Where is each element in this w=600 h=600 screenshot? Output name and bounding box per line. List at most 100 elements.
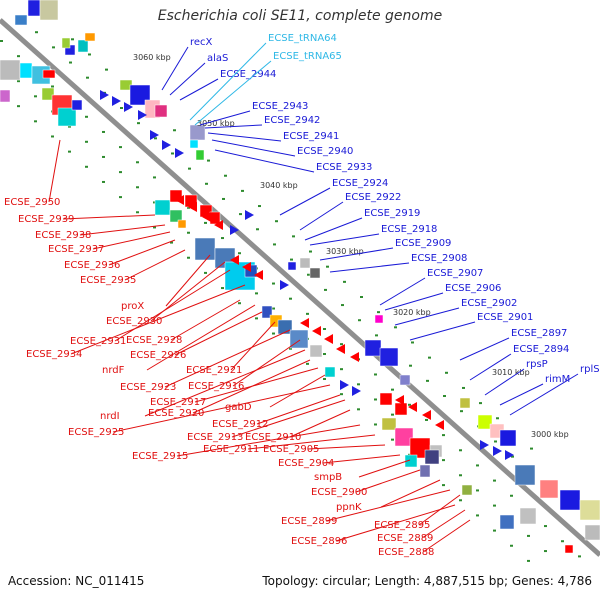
forward-gene-label: ECSE_2919 xyxy=(364,208,420,219)
gene-feature xyxy=(379,347,399,367)
track-dot xyxy=(51,135,54,138)
track-dot xyxy=(204,221,207,224)
label-leader-line xyxy=(358,459,411,478)
gene-feature xyxy=(559,489,581,511)
reverse-gene-label: ECSE_2904 xyxy=(278,458,334,469)
track-dot xyxy=(292,235,295,238)
track-dot xyxy=(52,46,55,49)
track-dot xyxy=(306,362,309,365)
reverse-gene-label: nrdF xyxy=(102,365,125,376)
reverse-gene-label: ECSE_2925 xyxy=(68,427,124,438)
track-dot xyxy=(275,220,278,223)
label-leader-line xyxy=(214,149,315,173)
track-dot xyxy=(255,317,258,320)
label-leader-line xyxy=(319,247,394,261)
gene-feature xyxy=(539,479,559,499)
track-dot xyxy=(17,105,20,108)
track-dot xyxy=(289,297,292,300)
track-dot xyxy=(476,464,479,467)
gene-arrow xyxy=(395,395,404,405)
label-leader-line xyxy=(176,424,361,457)
track-dot xyxy=(324,288,327,291)
label-leader-line xyxy=(329,262,410,273)
track-dot xyxy=(493,529,496,532)
track-dot xyxy=(153,176,156,179)
track-dot xyxy=(408,403,411,406)
gene-feature xyxy=(564,544,574,554)
label-leader-line xyxy=(165,254,211,307)
gene-arrow xyxy=(254,270,263,280)
trna-gene-label: ECSE_tRNA65 xyxy=(273,51,342,62)
track-dot xyxy=(358,319,361,322)
track-dot xyxy=(17,80,20,83)
track-dot xyxy=(391,413,394,416)
track-dot xyxy=(102,180,105,183)
track-dot xyxy=(68,150,71,153)
tick-label: 3020 kbp xyxy=(393,308,431,317)
gene-arrow xyxy=(230,255,239,265)
reverse-gene-label: ECSE_2936 xyxy=(64,260,120,271)
track-dot xyxy=(443,395,446,398)
label-leader-line xyxy=(207,132,282,142)
track-dot xyxy=(445,371,448,374)
track-dot xyxy=(323,378,326,381)
track-dot xyxy=(187,231,190,234)
gene-feature xyxy=(499,429,517,447)
track-dot xyxy=(374,398,377,401)
track-dot xyxy=(411,341,414,344)
forward-gene-label: alaS xyxy=(207,53,228,64)
forward-gene-label: ECSE_2922 xyxy=(345,192,401,203)
label-leader-line xyxy=(269,374,326,408)
reverse-gene-label: ECSE_2905 xyxy=(263,444,319,455)
gene-feature xyxy=(584,524,600,541)
track-dot xyxy=(153,226,156,229)
gene-arrow xyxy=(340,380,349,390)
label-leader-line xyxy=(194,60,272,126)
gene-arrow xyxy=(138,110,147,120)
label-leader-line xyxy=(421,509,466,539)
label-leader-line xyxy=(108,239,176,266)
gene-feature xyxy=(57,107,77,127)
track-dot xyxy=(207,159,210,162)
reverse-gene-label: ECSE_2913 xyxy=(187,432,243,443)
track-dot xyxy=(154,137,157,140)
label-leader-line xyxy=(380,479,441,508)
label-leader-line xyxy=(174,311,263,356)
track-dot xyxy=(462,386,465,389)
label-leader-line xyxy=(79,224,166,236)
reverse-gene-label: ECSE_2934 xyxy=(26,349,82,360)
track-dot xyxy=(136,211,139,214)
track-dot xyxy=(425,418,428,421)
forward-gene-label: ECSE_2908 xyxy=(411,253,467,264)
reverse-gene-label: ECSE_2935 xyxy=(80,275,136,286)
tick-label: 3010 kbp xyxy=(492,368,530,377)
track-dot xyxy=(527,559,530,562)
track-dot xyxy=(85,140,88,143)
gene-feature xyxy=(364,339,382,357)
track-dot xyxy=(374,423,377,426)
track-dot xyxy=(530,447,533,450)
gene-feature xyxy=(514,464,536,486)
gene-feature xyxy=(461,484,473,496)
label-leader-line xyxy=(355,469,421,493)
track-dot xyxy=(136,186,139,189)
track-dot xyxy=(34,120,37,123)
reverse-gene-label: gabD xyxy=(225,402,252,413)
track-dot xyxy=(377,311,380,314)
track-dot xyxy=(323,353,326,356)
gene-feature xyxy=(84,32,96,42)
track-dot xyxy=(343,280,346,283)
gene-feature xyxy=(477,414,493,430)
track-dot xyxy=(120,107,123,109)
forward-gene-label: ECSE_2907 xyxy=(427,268,483,279)
gene-feature xyxy=(381,417,397,431)
label-leader-line xyxy=(289,409,351,438)
track-dot xyxy=(357,383,360,386)
track-dot xyxy=(137,122,140,125)
track-dot xyxy=(256,228,259,231)
map-title: Escherichia coli SE11, complete genome xyxy=(157,8,443,24)
reverse-gene-label: ECSE_2923 xyxy=(120,382,176,393)
gene-arrow xyxy=(230,225,239,235)
track-dot xyxy=(544,525,547,528)
